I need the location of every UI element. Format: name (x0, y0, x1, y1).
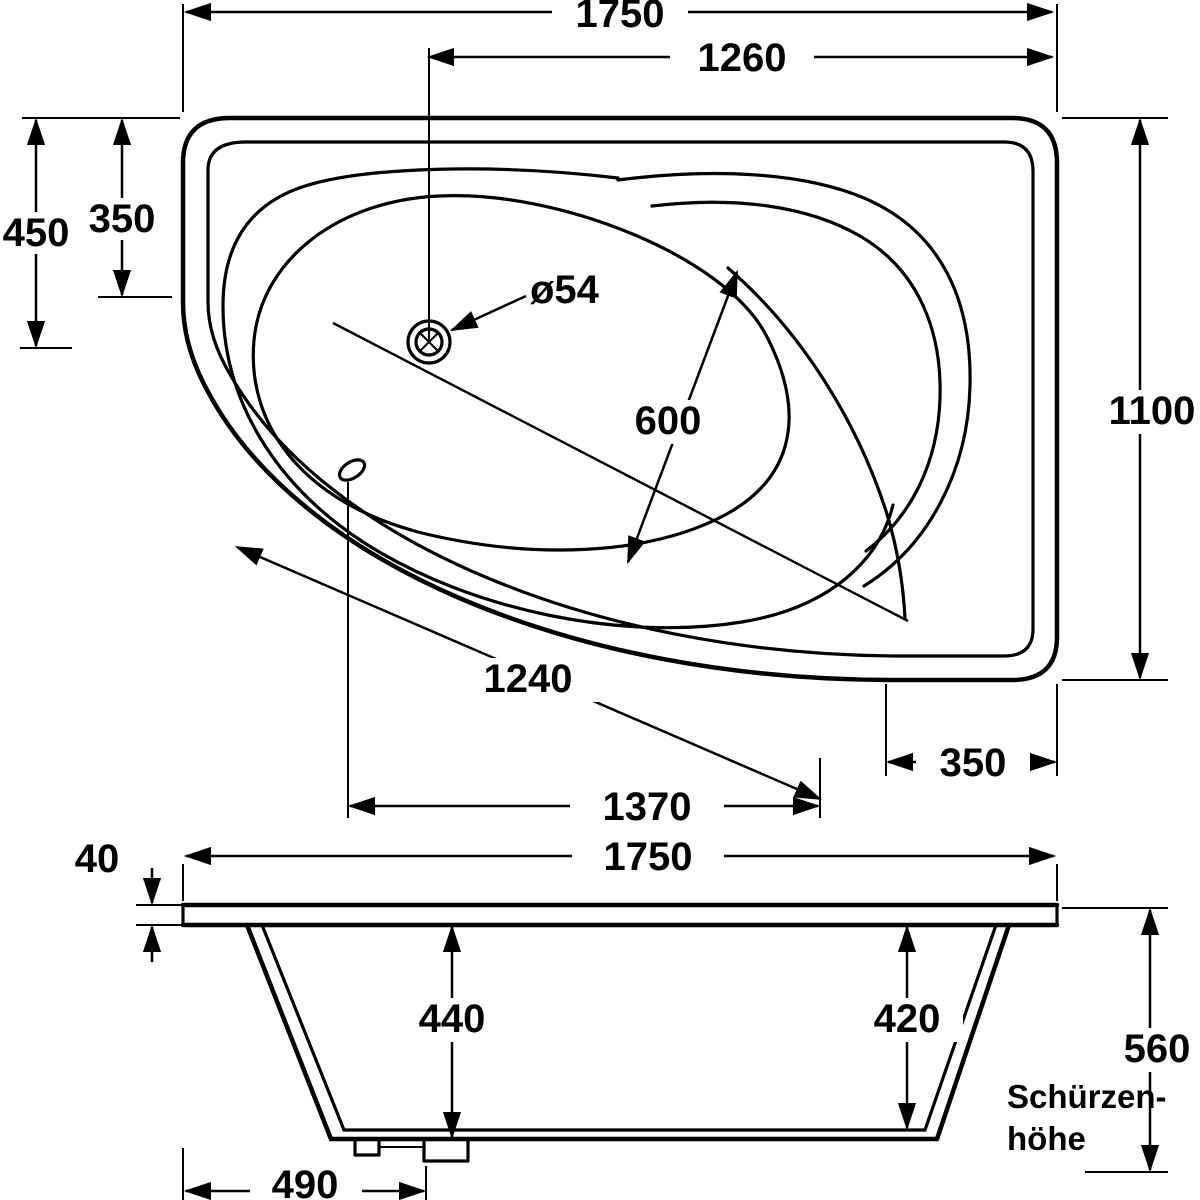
dim-side-420-label: 420 (874, 997, 941, 1041)
drain-diameter-callout: ø54 (449, 268, 600, 332)
dim-side-440: 440 (396, 924, 508, 1140)
corner-panel-edge-line (332, 321, 909, 623)
dim-side-440-label: 440 (419, 997, 486, 1041)
tub-basin-outline (251, 194, 791, 552)
dim-side-560: 560 (1101, 907, 1200, 1173)
apron-note: Schürzen- höhe (1007, 1078, 1167, 1157)
tub-step-contour (221, 167, 895, 630)
side-view: 1750 40 440 420 560 Schürzen- (75, 835, 1200, 1200)
overflow-hole (337, 458, 367, 482)
side-drain-detail (353, 1137, 470, 1163)
dim-side-490-label: 490 (272, 1163, 339, 1200)
headrest-curve-inner (650, 200, 942, 553)
dim-plan-1370-label: 1370 (603, 785, 692, 829)
dim-plan-600-label: 600 (635, 399, 702, 443)
seat-edge-curve (726, 266, 907, 620)
tub-outer-outline (180, 115, 1060, 683)
dim-plan-1100: 1100 (1096, 117, 1200, 681)
plan-view: 1750 1260 450 350 ø54 600 (2, 0, 1200, 829)
dim-side-40-label: 40 (75, 837, 120, 881)
dim-plan-450-label: 450 (3, 211, 70, 255)
dim-plan-350-bottom-label: 350 (940, 741, 1007, 785)
dim-plan-left-350: 350 (88, 117, 156, 298)
dim-plan-1260-label: 1260 (698, 36, 787, 80)
dim-side-total-width: 1750 (183, 835, 1057, 879)
dim-side-420: 420 (851, 924, 963, 1131)
apron-note-line1: Schürzen- (1007, 1078, 1167, 1115)
dim-side-490: 490 (183, 1163, 427, 1200)
dim-plan-1240: 1240 (234, 545, 823, 801)
apron-note-line2: höhe (1007, 1120, 1086, 1157)
headrest-curve-outer (616, 171, 972, 588)
dim-plan-1370: 1370 (347, 785, 821, 829)
dim-plan-total-width: 1750 (183, 0, 1055, 36)
dim-plan-1750-label: 1750 (576, 0, 665, 36)
side-rim (180, 902, 1060, 928)
tub-rim-inner-contour (206, 140, 1035, 658)
drain-diameter-label: ø54 (530, 268, 600, 312)
dim-plan-600: 600 (614, 269, 739, 565)
dim-side-rim-40: 40 (75, 837, 162, 962)
dim-plan-left-450: 450 (2, 117, 70, 349)
dim-plan-1240-label: 1240 (484, 657, 573, 701)
dim-plan-1100-label: 1100 (1109, 389, 1196, 433)
dim-plan-350-bottom: 350 (885, 741, 1058, 785)
dim-plan-drain-to-right: 1260 (426, 36, 1055, 80)
dim-side-1750-label: 1750 (604, 835, 693, 879)
dim-plan-350-left-label: 350 (89, 197, 156, 241)
dim-side-560-label: 560 (1124, 1027, 1191, 1071)
